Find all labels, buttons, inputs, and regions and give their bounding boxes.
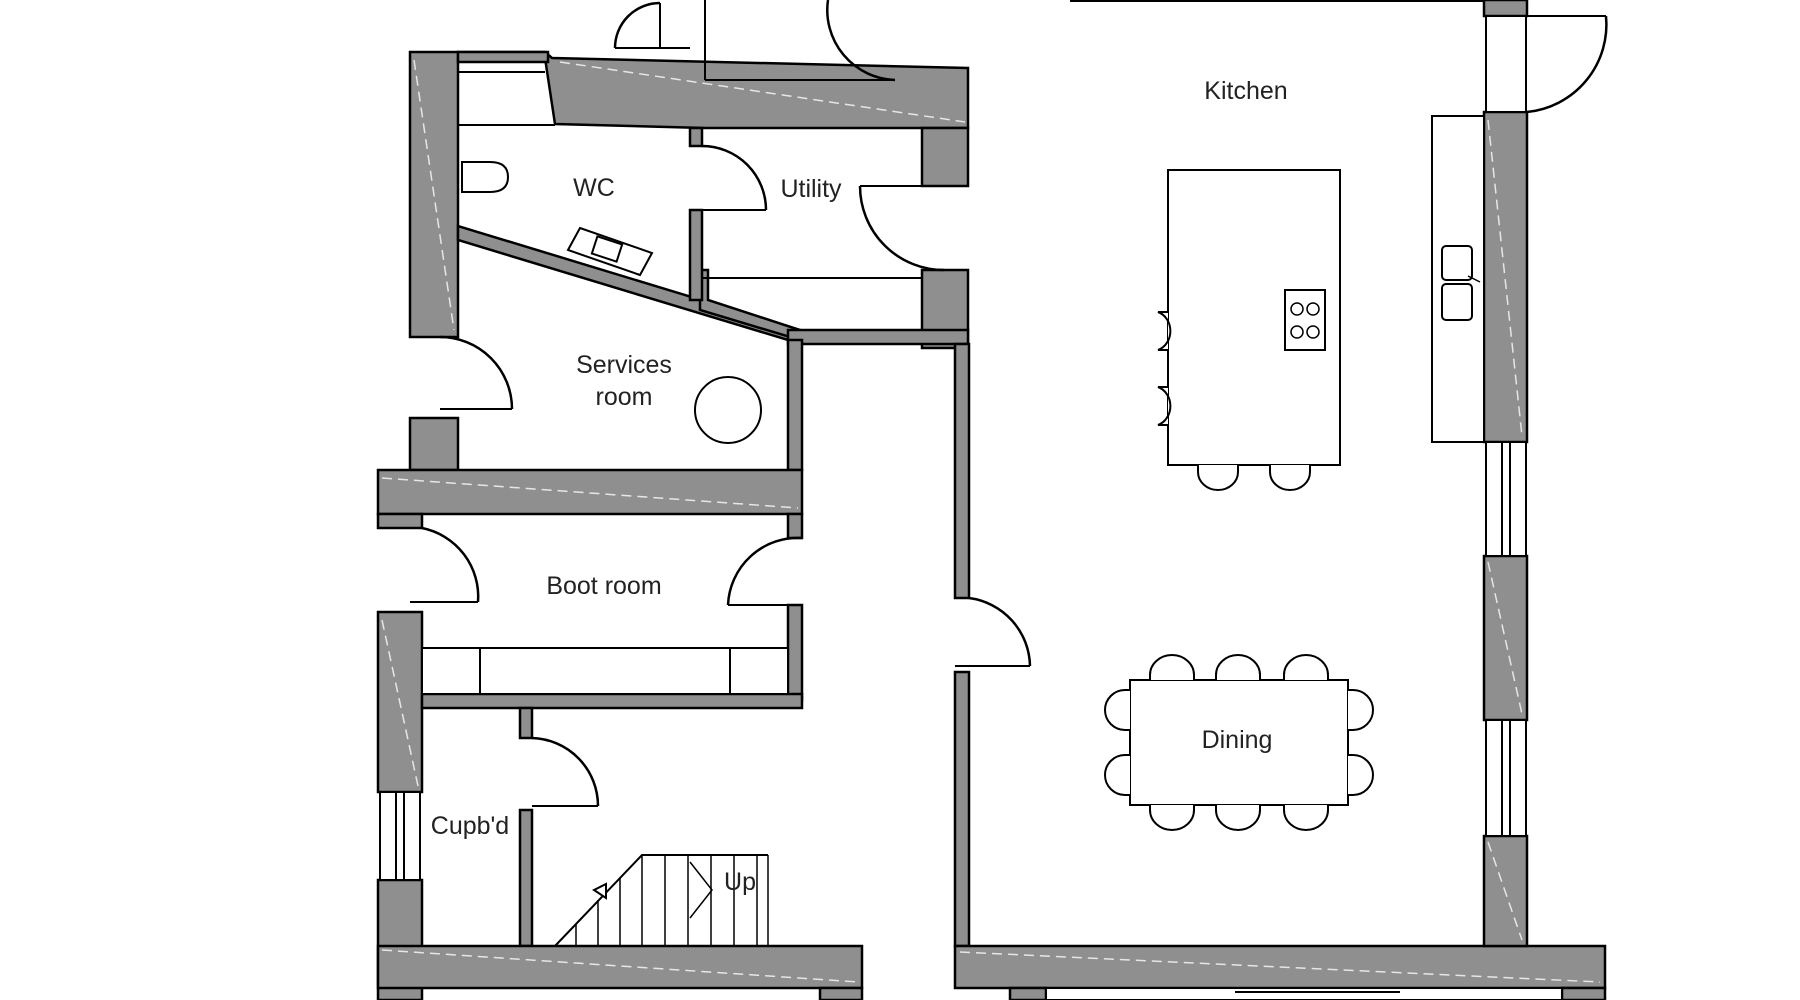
wall-utility-south: [786, 328, 970, 346]
wall-services-east: [786, 338, 804, 472]
label-cupboard: Cupb'd: [431, 812, 509, 840]
chair: [1149, 805, 1195, 831]
chair: [1215, 805, 1261, 831]
walls: [376, 0, 1607, 1000]
wall-south-right-stub-b: [1560, 986, 1607, 1000]
stool: [1269, 465, 1311, 491]
window-south: [1045, 987, 1563, 1000]
label-wc: WC: [573, 174, 615, 202]
door-hall-kitchen: [968, 596, 1032, 667]
label-services-line2: room: [596, 383, 653, 411]
sink-bowl: [1441, 283, 1473, 321]
chair: [1348, 689, 1374, 731]
wall-south-right-stub-a: [1008, 986, 1048, 1000]
stair-arrow: [592, 882, 607, 900]
windows: [379, 15, 1563, 1000]
hot-water-cylinder: [694, 376, 762, 444]
toilet: [461, 161, 510, 193]
doors: [410, 0, 1608, 807]
hob: [1284, 289, 1326, 351]
sink-bowl: [1441, 245, 1473, 281]
fixtures: [421, 115, 1485, 947]
window-east-lower: [1485, 719, 1527, 837]
staircase: [554, 854, 769, 947]
wall-wc-utility-top: [688, 126, 704, 148]
chair: [1104, 689, 1130, 731]
boot-room-bench: [421, 647, 789, 695]
label-services-line1: Services: [576, 351, 672, 379]
dining-table: [1129, 679, 1349, 806]
wall-east-upper: [1482, 110, 1529, 444]
wall-east-middle: [1482, 554, 1529, 722]
wall-cupboard-east-top: [518, 706, 534, 740]
chair: [1283, 654, 1329, 680]
chair: [1348, 754, 1374, 796]
wall-boot-east: [786, 603, 804, 702]
door-top-centre: [826, 0, 896, 82]
door-utility: [858, 185, 945, 272]
wall-utility-east-top: [920, 126, 970, 188]
label-utility: Utility: [780, 175, 842, 203]
wall-boot-south: [420, 692, 804, 710]
label-stairs: Up: [724, 868, 756, 896]
wall-north-lintel: [456, 50, 550, 64]
stool: [1197, 465, 1239, 491]
door-top-left: [613, 1, 661, 49]
room-labels: Kitchen WC Utility Services room Boot ro…: [431, 77, 1288, 896]
wall-wc-utility-bottom: [688, 208, 704, 302]
wall-boot-west-top: [376, 512, 424, 530]
door-cupboard: [531, 736, 600, 807]
window-west-cupboard: [379, 791, 421, 881]
label-kitchen: Kitchen: [1204, 77, 1287, 105]
wall-hall-kitchen-top: [953, 342, 971, 600]
wc-basin-bowl: [590, 235, 624, 263]
door-boot-right: [726, 536, 803, 606]
wall-hall-kitchen-bottom: [953, 670, 971, 948]
wall-south-left: [376, 944, 864, 990]
chair: [1104, 754, 1130, 796]
stool: [1157, 386, 1172, 426]
door-wc: [701, 144, 768, 211]
door-boot-left: [421, 526, 480, 603]
door-east: [1526, 15, 1608, 114]
chair: [1215, 654, 1261, 680]
wall-west-services: [408, 416, 460, 472]
wall-south-left-stub: [818, 986, 864, 1000]
wall-east-top: [1482, 0, 1529, 18]
chair: [1149, 654, 1195, 680]
wall-north-wc: [457, 50, 970, 130]
doorway-east: [1485, 15, 1527, 113]
wall-services-boot: [376, 468, 804, 516]
wall-cupboard-east: [518, 808, 534, 948]
wall-boot-east-top: [786, 512, 804, 540]
label-dining: Dining: [1202, 726, 1273, 754]
label-boot-room: Boot room: [546, 572, 661, 600]
window-east-upper: [1485, 441, 1527, 557]
stool: [1157, 311, 1172, 351]
chair: [1283, 805, 1329, 831]
door-services: [439, 335, 514, 410]
